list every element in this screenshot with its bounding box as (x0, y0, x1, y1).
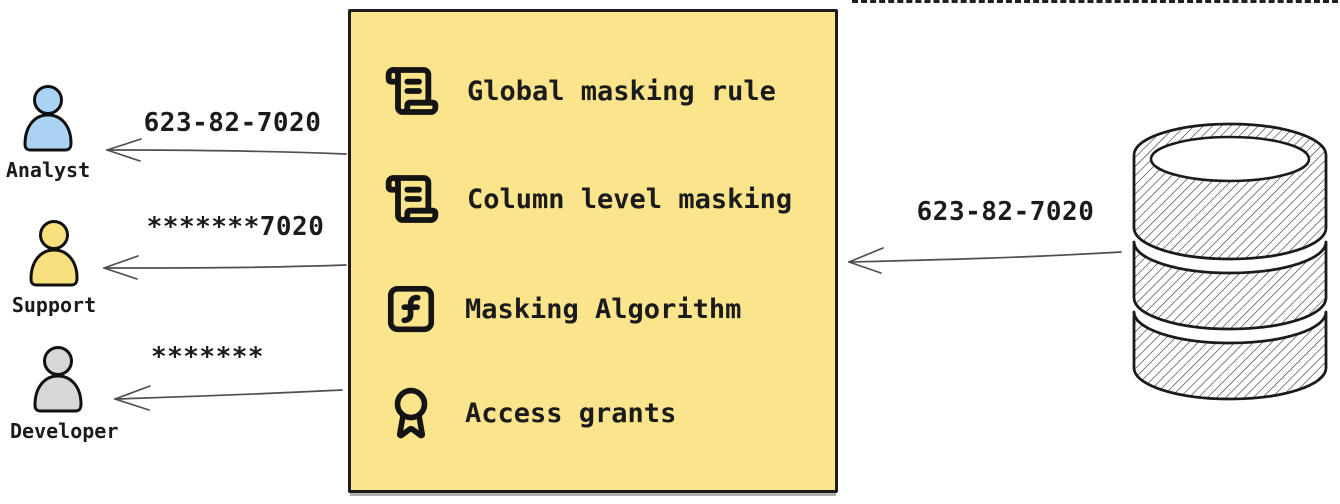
masking-box-item-label: Global masking rule (467, 75, 776, 107)
scroll-text-icon (385, 175, 439, 223)
top-dashed-border (852, 0, 1338, 3)
persona-support-label: Support (11, 293, 97, 317)
analyst-arrow-value: 623-82-7020 (143, 108, 322, 138)
masking-box-item-label: Access grants (465, 397, 677, 429)
masking-box-item-label: Masking Algorithm (465, 293, 742, 325)
arrow-to-analyst (106, 138, 347, 162)
function-square-icon (387, 285, 435, 333)
persona-developer-label: Developer (10, 419, 119, 443)
database-icon (1132, 122, 1328, 401)
persona-developer: Developer (10, 345, 119, 443)
persona-analyst: Analyst (0, 84, 96, 182)
masking-box-item-label: Column level masking (467, 183, 793, 215)
award-icon (394, 387, 428, 439)
support-arrow-value: *******7020 (146, 212, 325, 242)
arrow-from-database (848, 247, 1122, 274)
persona-support: Support (6, 219, 102, 317)
arrow-to-support (103, 255, 347, 280)
support-person-icon (29, 220, 79, 287)
masking-box-item-column-masking: Column level masking (384, 170, 792, 228)
persona-analyst-label: Analyst (5, 158, 91, 182)
masking-box-item-access-grants: Access grants (384, 384, 676, 442)
masking-box-item-global-rule: Global masking rule (384, 62, 776, 120)
masking-box-item-algorithm: Masking Algorithm (384, 280, 741, 338)
developer-person-icon (33, 346, 83, 413)
analyst-person-icon (23, 85, 73, 152)
masking-rules-box: Global masking rule Column level masking… (348, 9, 838, 493)
developer-arrow-value: ******* (150, 342, 265, 372)
arrow-to-developer (114, 385, 343, 411)
scroll-text-icon (385, 67, 439, 115)
database-arrow-value: 623-82-7020 (916, 197, 1095, 227)
